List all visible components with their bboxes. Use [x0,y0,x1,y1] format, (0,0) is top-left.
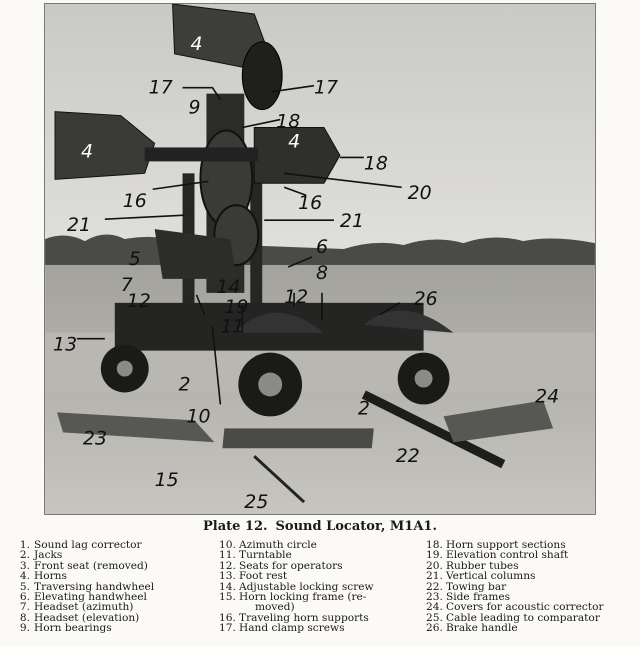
callout: 2 [358,397,370,419]
callout: 2 [179,373,191,395]
legend-item: 17.Hand clamp screws [219,622,345,635]
fender-left [234,312,324,333]
horn-arm [144,147,259,162]
horn-bell [241,41,283,111]
side-frame [57,412,215,443]
callout: 19 [224,296,248,318]
callout: 26 [414,288,438,310]
callout: 16 [298,192,322,214]
legend-item: 4.Horns [19,570,67,583]
wheel-right-hub [414,369,433,388]
legend-column: 1.Sound lag corrector 2.Jacks 3.Front se… [14,539,155,635]
legend-item: 2.Jacks [19,549,63,562]
legend-item: 24.Covers for acoustic corrector [426,601,604,614]
legend-item: 18.Horn support sections [426,539,566,551]
callout: 4 [81,140,93,162]
callout: 18 [276,111,300,133]
side-frame [222,428,374,449]
callout: 21 [67,214,91,236]
towing-bar [361,390,506,469]
callout: 22 [396,445,420,467]
legend-item: 5.Traversing handwheel [19,580,155,593]
callout: 6 [316,236,328,258]
legend-item: 12.Seats for operators [219,559,343,572]
callout: 12 [127,290,151,312]
callout: 12 [284,286,308,308]
callout: 20 [408,182,432,204]
fender-right [363,310,454,333]
legend-item: 26.Brake handle [426,622,518,635]
legend-item: 11.Turntable [219,549,292,562]
legend-item: 22.Towing bar [426,580,507,593]
callout: 23 [83,427,107,449]
legend-item: 23.Side frames [426,591,511,604]
legend-item: 6.Elevating handwheel [19,591,147,604]
legend-item: 19.Elevation control shaft [426,549,569,562]
legend-item: 15.Horn locking frame (re-moved) [219,591,367,614]
callout: 9 [189,97,201,119]
callout: 18 [364,152,388,174]
legend-item: 3.Front seat (removed) [19,559,148,572]
sound-locator-photo: 4 17 9 17 18 4 4 18 16 16 20 21 21 5 6 7… [44,3,596,515]
legend-item: 10.Azimuth circle [219,539,317,551]
plate-title: Sound Locator, M1A1. [275,519,437,534]
comparator-cable [253,455,306,504]
wheel-rear-hub [116,360,133,377]
legend-column: 10.Azimuth circle 11.Turntable 12.Seats … [219,539,374,635]
callout: 17 [149,77,173,99]
horn-right [253,127,341,184]
legend-item: 13.Foot rest [219,570,288,583]
callout: 8 [316,262,328,284]
legend-item: 21.Vertical columns [426,570,536,583]
leader-lines [76,84,402,405]
legend-column: 18.Horn support sections 19.Elevation co… [426,539,604,635]
callout: 4 [191,33,203,55]
callout: 5 [129,248,141,270]
plate-number: Plate 12. [202,519,268,534]
callout: 24 [535,385,559,407]
legend-item: 8.Headset (elevation) [19,611,140,624]
callout-labels: 4 17 9 17 18 4 4 18 16 16 20 21 21 5 6 7… [53,33,559,513]
callout: 13 [53,334,77,356]
parts-legend: 1.Sound lag corrector 2.Jacks 3.Front se… [14,539,634,644]
callout: 11 [220,316,244,338]
legend-item: 16.Traveling horn supports [219,611,369,624]
wheel-front-hub [258,372,283,397]
callout: 17 [314,77,338,99]
legend-item: 9.Horn bearings [19,622,112,635]
callout: 21 [340,210,364,232]
callout: 10 [187,405,211,427]
acoustic-corrector-cover [443,400,554,443]
callout: 15 [155,469,179,491]
legend-item: 20.Rubber tubes [426,559,519,572]
legend-item: 14.Adjustable locking screw [219,580,374,593]
plate-caption: Plate 12. Sound Locator, M1A1. [0,519,640,534]
callout: 25 [244,491,268,513]
horn-lower [154,229,237,279]
callout: 14 [216,276,240,298]
callout: 7 [121,274,133,296]
callout: 16 [123,190,147,212]
legend-item: 7.Headset (azimuth) [19,601,134,614]
callout: 4 [288,130,300,152]
legend-item: 1.Sound lag corrector [19,539,142,551]
legend-item: 25.Cable leading to comparator [426,611,600,624]
photo-illustration: 4 17 9 17 18 4 4 18 16 16 20 21 21 5 6 7… [45,4,595,514]
